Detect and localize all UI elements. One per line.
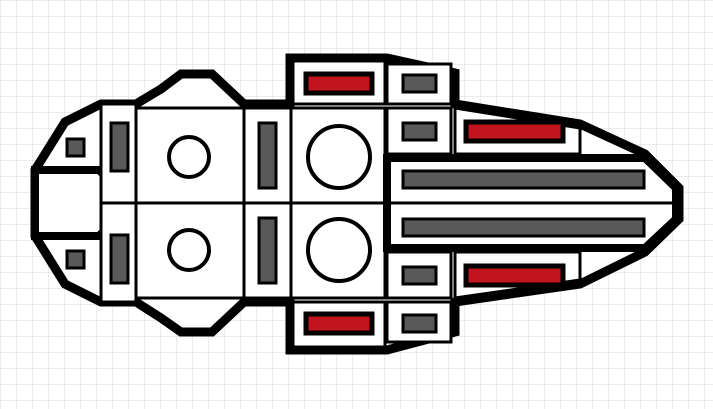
engine-exhaust-upper[interactable]: [401, 169, 646, 190]
utility-panel-bottom-1[interactable]: [401, 313, 438, 334]
utility-panel-top-2[interactable]: [401, 121, 438, 142]
utility-panel-bottom-2[interactable]: [401, 265, 438, 286]
weapon-mount-top[interactable]: [303, 71, 375, 96]
nose-sensor-upper[interactable]: [65, 137, 86, 158]
weapon-mount-bottom[interactable]: [303, 311, 375, 336]
reactor-core-upper[interactable]: [306, 124, 372, 190]
engine-exhaust-lower[interactable]: [401, 217, 646, 238]
crew-station-lower-left[interactable]: [167, 228, 211, 272]
corridor-panel-lower[interactable]: [257, 216, 278, 285]
forward-pod-lower[interactable]: [99, 201, 138, 304]
weapon-bay-bottom[interactable]: [289, 300, 387, 350]
forward-thruster-upper[interactable]: [109, 121, 130, 173]
corridor-panel-upper[interactable]: [257, 121, 278, 190]
nose-sensor-lower[interactable]: [65, 249, 86, 270]
weapon-bay-top[interactable]: [289, 56, 387, 106]
crew-station-upper-left[interactable]: [167, 135, 211, 179]
reactor-core-lower[interactable]: [306, 217, 372, 283]
weapon-mount-rear-top[interactable]: [463, 119, 566, 144]
forward-thruster-lower[interactable]: [109, 233, 130, 285]
weapon-mount-rear-bottom[interactable]: [463, 263, 566, 288]
utility-panel-top-1[interactable]: [401, 73, 438, 94]
